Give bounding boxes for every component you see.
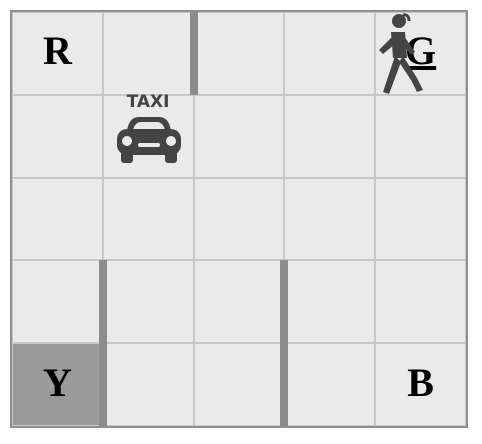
depot-label-r: R: [42, 28, 72, 74]
wall-segment: [280, 260, 289, 344]
grid-cell-r2-c2: [193, 177, 285, 261]
grid-cell-r2-c4: [375, 177, 466, 261]
grid-cell-r1-c2: [193, 94, 285, 178]
grid-cell-r0-c3: [284, 12, 376, 95]
depot-label-b: B: [407, 359, 434, 405]
wall-segment: [98, 260, 107, 344]
grid-cell-r4-c4: [375, 343, 466, 426]
wall-segment: [98, 343, 107, 426]
grid-cell-r0-c0: [12, 12, 103, 95]
taxi-sign: TAXI: [126, 93, 169, 112]
grid-cell-r3-c3: [284, 260, 376, 344]
grid-cell-r1-c0: [12, 94, 103, 178]
grid-cell-r1-c4: [375, 94, 466, 178]
grid-cell-r0-c1: [102, 12, 194, 95]
grid-cell-r2-c3: [284, 177, 376, 261]
depot-label-y: Y: [42, 359, 72, 405]
wall-segment: [189, 12, 198, 95]
grid-cell-r3-c1: [102, 260, 194, 344]
grid-cell-r4-c1: [102, 343, 194, 426]
grid-cell-r4-c3: [284, 343, 376, 426]
grid-cell-r4-c2: [193, 343, 285, 426]
grid-cell-r3-c4: [375, 260, 466, 344]
grid-cell-r3-c0: [12, 260, 103, 344]
grid-cell-r0-c2: [193, 12, 285, 95]
taxi-icon: TAXI: [105, 92, 191, 184]
grid-cell-r2-c0: [12, 177, 103, 261]
grid-cell-r1-c3: [284, 94, 376, 178]
wall-segment: [280, 343, 289, 426]
grid-cell-r3-c2: [193, 260, 285, 344]
person-walking-icon: [369, 12, 433, 101]
grid-cell-r2-c1: [102, 177, 194, 261]
